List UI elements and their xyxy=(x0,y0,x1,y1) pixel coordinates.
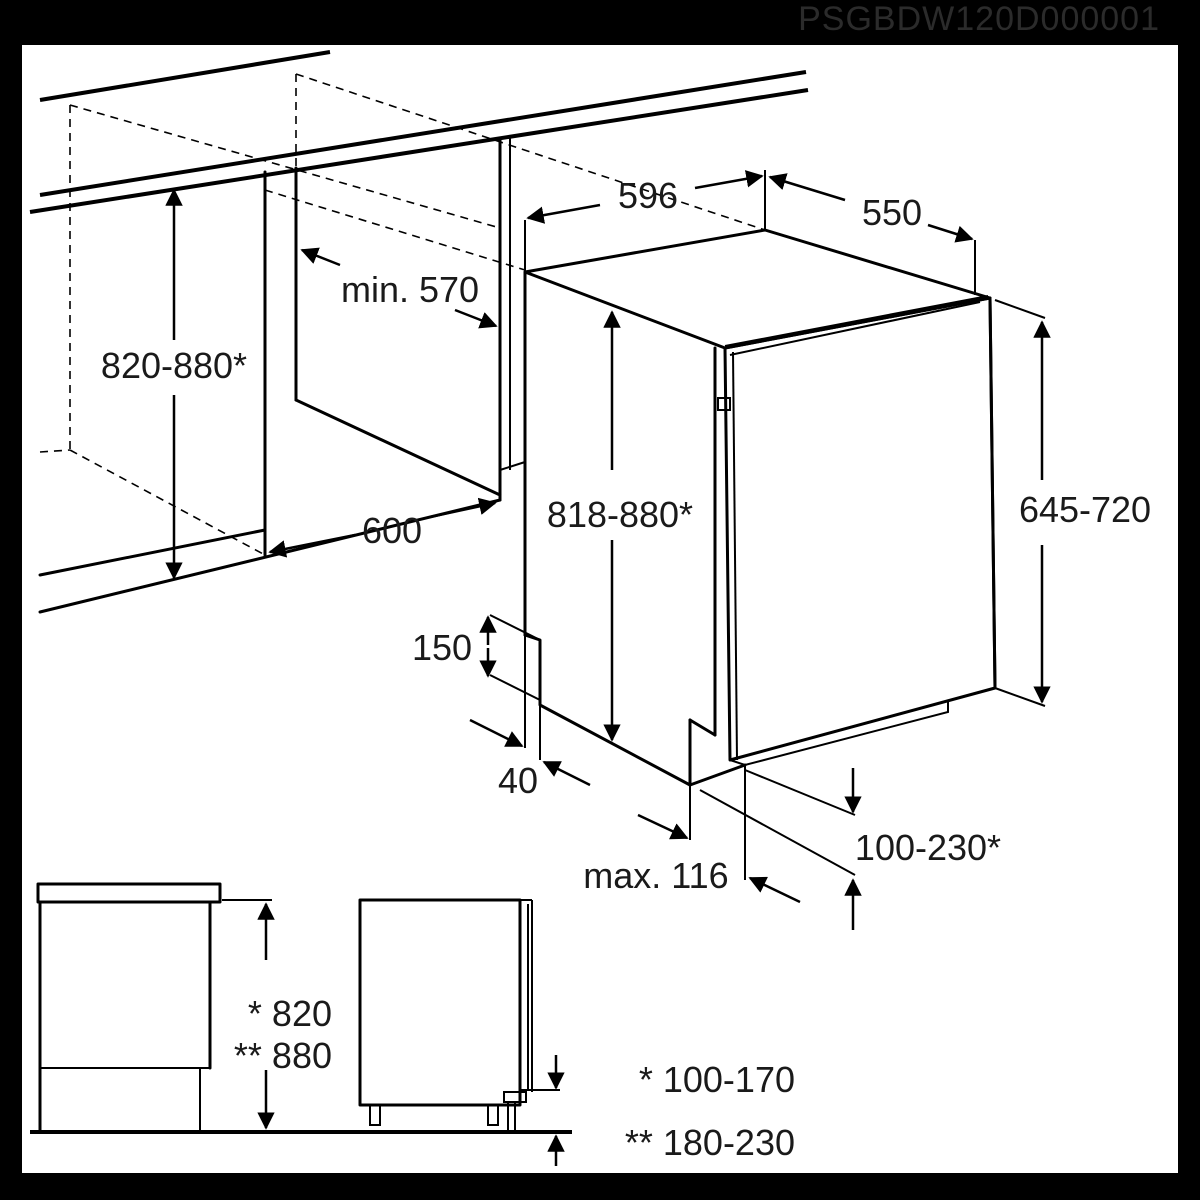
label-height-single: * 820 xyxy=(248,993,332,1034)
dimension-lines xyxy=(165,170,1051,930)
paper-area xyxy=(22,45,1178,1173)
label-width-596: 596 xyxy=(618,175,678,216)
label-plinth-single: * 100-170 xyxy=(639,1059,795,1100)
label-niche-min-570: min. 570 xyxy=(341,269,479,310)
label-niche-height: 820-880* xyxy=(101,345,247,386)
worktop-cabinet xyxy=(29,50,809,614)
label-depth-550: 550 xyxy=(862,192,922,233)
label-height-double: ** 880 xyxy=(234,1035,332,1076)
label-plinth-double: ** 180-230 xyxy=(625,1122,795,1163)
label-niche-width-600: 600 xyxy=(362,510,422,551)
document-code: PSGBDW120D000001 xyxy=(798,0,1160,38)
label-plinth-height-150: 150 xyxy=(412,627,472,668)
label-max-116: max. 116 xyxy=(583,855,728,896)
label-door-height: 645-720 xyxy=(1019,489,1151,530)
label-plinth-depth-40: 40 xyxy=(498,760,538,801)
side-view xyxy=(30,882,572,1166)
label-appliance-height: 818-880* xyxy=(547,494,693,535)
label-foot-range: 100-230* xyxy=(855,827,1001,868)
